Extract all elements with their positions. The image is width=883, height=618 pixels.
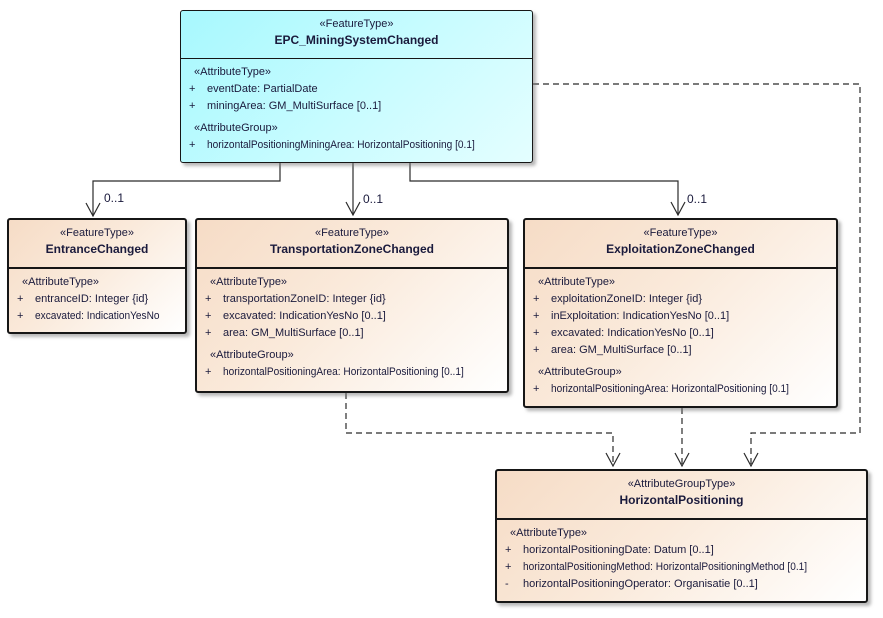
visibility-symbol: + [189,83,196,95]
attribute-row: + area: GM_MultiSurface [0..1] [525,342,836,359]
attribute-row: + horizontalPositioningMethod: Horizontal… [497,559,866,576]
attribute-row: + excavated: IndicationYesNo [9,308,185,325]
visibility-symbol: + [189,100,196,112]
class-attributes: «AttributeType» + exploitationZoneID: Int… [525,269,836,398]
attribute-text: inExploitation: IndicationYesNo [0..1] [551,310,730,322]
attribute-text: horizontalPositioningArea: HorizontalPos… [551,383,789,395]
visibility-symbol: - [505,578,509,590]
class-header: «FeatureType» ExploitationZoneChanged [525,220,836,269]
arrowhead-horizontalpositioning-left [605,452,621,468]
class-attributes: «AttributeType» + horizontalPositioningDa… [497,520,866,593]
visibility-symbol: + [533,327,540,339]
attribute-text: area: GM_MultiSurface [0..1] [223,327,364,339]
class-header: «AttributeGroupType» HorizontalPositioni… [497,471,866,520]
class-name: HorizontalPositioning [619,493,744,507]
visibility-symbol: + [205,293,212,305]
attribute-group-label: «AttributeType» [194,66,272,78]
class-name: EntranceChanged [45,242,149,256]
stereotype-label: «FeatureType» [60,227,134,239]
multiplicity-label-transportation: 0..1 [363,192,384,206]
attribute-group-label: «AttributeType» [210,276,288,288]
visibility-symbol: + [533,310,540,322]
attribute-group-label: «AttributeGroup» [194,122,278,134]
arrowhead-horizontalpositioning-mid [674,452,690,468]
attribute-group-label: «AttributeType» [538,276,616,288]
attribute-row: + eventDate: PartialDate [181,81,532,98]
attribute-text: exploitationZoneID: Integer {id} [551,293,703,305]
arrowhead-entrance [85,202,101,218]
attribute-row: + horizontalPositioningArea: HorizontalPo… [525,381,836,398]
arrowhead-transportation [345,201,361,217]
attribute-text: horizontalPositioningMethod: HorizontalP… [523,561,808,573]
class-name: TransportationZoneChanged [269,242,434,256]
visibility-symbol: + [189,139,196,151]
connector-transportation-to-horizontalpositioning[interactable] [345,393,614,466]
attribute-text: excavated: IndicationYesNo [35,310,160,322]
stereotype-label: «FeatureType» [643,227,718,239]
attribute-row: + inExploitation: IndicationYesNo [0..1] [525,308,836,325]
class-entrancechanged[interactable]: «FeatureType» EntranceChanged «Attribute… [7,218,187,334]
connector-epc-to-horizontalpositioning[interactable] [533,83,861,466]
class-exploitationzonechanged[interactable]: «FeatureType» ExploitationZoneChanged «A… [523,218,838,408]
class-transportationzonechanged[interactable]: «FeatureType» TransportationZoneChanged … [195,218,509,393]
attribute-text: horizontalPositioningDate: Datum [0..1] [523,544,714,556]
visibility-symbol: + [205,327,212,339]
attribute-row: + horizontalPositioningDate: Datum [0..1] [497,542,866,559]
visibility-symbol: + [505,561,512,573]
class-header: «FeatureType» EntranceChanged [9,220,185,269]
multiplicity-label-entrance: 0..1 [104,191,125,205]
connector-epc-to-exploitation[interactable] [409,163,679,215]
attribute-text: horizontalPositioningArea: HorizontalPos… [223,366,464,378]
visibility-symbol: + [205,310,212,322]
attribute-text: excavated: IndicationYesNo [0..1] [551,327,714,339]
visibility-symbol: + [17,310,24,322]
attribute-row: + miningArea: GM_MultiSurface [0..1] [181,98,532,115]
visibility-symbol: + [205,366,212,378]
attribute-text: entranceID: Integer {id} [35,293,149,305]
attribute-text: excavated: IndicationYesNo [0..1] [223,310,386,322]
attribute-row: - horizontalPositioningOperator: Organisa… [497,576,866,593]
class-attributes: «AttributeType» +eventDate: PartialDate … [181,59,532,154]
attribute-row: + exploitationZoneID: Integer {id} [525,291,836,308]
class-header: «FeatureType» EPC_MiningSystemChanged [181,11,532,59]
attribute-row: + horizontalPositioningMiningArea: Horizo… [181,137,532,154]
visibility-symbol: + [505,544,512,556]
class-epc-miningsystemchanged[interactable]: «FeatureType» EPC_MiningSystemChanged «A… [180,10,533,163]
stereotype-label: «FeatureType» [315,227,389,239]
visibility-symbol: + [533,344,540,356]
stereotype-label: «AttributeGroupType» [627,478,736,490]
attribute-group-label: «AttributeGroup» [538,366,622,378]
attribute-text: horizontalPositioningMiningArea: Horizon… [207,139,475,151]
attribute-row: + transportationZoneID: Integer {id} [197,291,507,308]
class-name: ExploitationZoneChanged [606,242,755,256]
attribute-row: + horizontalPositioningArea: HorizontalPo… [197,364,507,381]
attribute-row: + excavated: IndicationYesNo [0..1] [525,325,836,342]
visibility-symbol: + [533,293,540,305]
connector-epc-to-entrance[interactable] [92,163,281,216]
attribute-group-label: «AttributeType» [510,527,588,539]
stereotype-label: «FeatureType» [319,18,394,30]
visibility-symbol: + [17,293,24,305]
attribute-text: eventDate: PartialDate [207,83,318,95]
attribute-row: + entranceID: Integer {id} [9,291,185,308]
attribute-text: horizontalPositioningOperator: Organisat… [523,578,758,590]
attribute-text: area: GM_MultiSurface [0..1] [551,344,692,356]
class-horizontalpositioning[interactable]: «AttributeGroupType» HorizontalPositioni… [495,469,868,603]
visibility-symbol: + [533,383,540,395]
attribute-group-label: «AttributeType» [22,276,100,288]
attribute-row: + excavated: IndicationYesNo [0..1] [197,308,507,325]
class-attributes: «AttributeType» + transportationZoneID: I… [197,269,507,381]
arrowhead-horizontalpositioning-right [743,452,759,468]
attribute-text: transportationZoneID: Integer {id} [223,293,386,305]
class-attributes: «AttributeType» + entranceID: Integer {id… [9,269,185,325]
class-header: «FeatureType» TransportationZoneChanged [197,220,507,269]
arrowhead-exploitation [670,201,686,217]
class-name: EPC_MiningSystemChanged [274,33,439,47]
attribute-group-label: «AttributeGroup» [210,349,294,361]
attribute-row: + area: GM_MultiSurface [0..1] [197,325,507,342]
attribute-text: miningArea: GM_MultiSurface [0..1] [207,100,382,112]
multiplicity-label-exploitation: 0..1 [687,192,708,206]
